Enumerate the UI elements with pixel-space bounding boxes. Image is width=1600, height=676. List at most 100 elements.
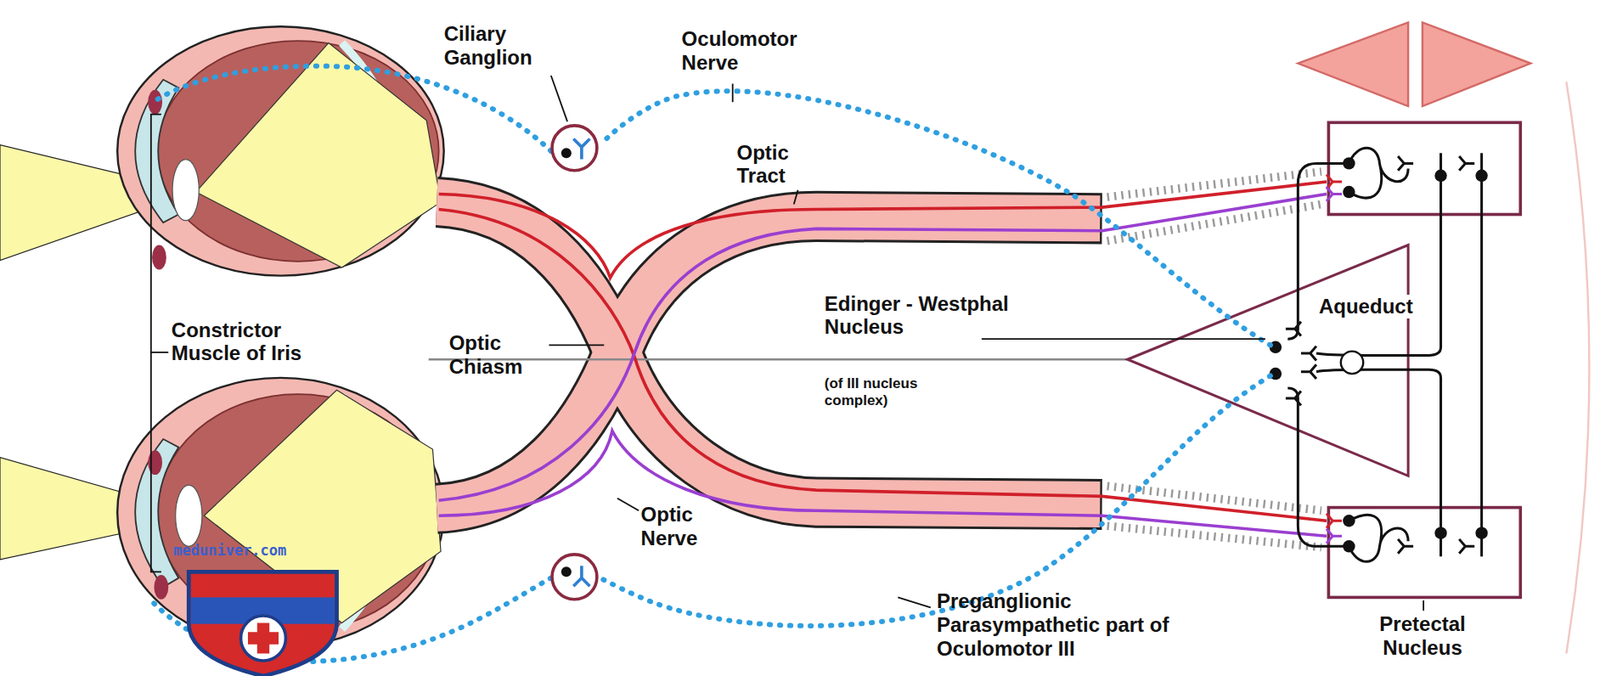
leader-line xyxy=(732,84,734,103)
sheath-hatching xyxy=(1107,203,1322,241)
leader-line xyxy=(617,498,639,511)
edinger-westphal-triangle xyxy=(1127,245,1409,477)
interneuron-wire xyxy=(1348,147,1409,198)
pathway-label: Preganglionic Parasympathetic part of Oc… xyxy=(936,589,1205,660)
indicator-triangles xyxy=(1422,22,1531,107)
parasympathetic-fibre xyxy=(602,90,1271,345)
optic-pathway xyxy=(436,202,618,353)
interneuron-wire xyxy=(1316,152,1442,355)
retinal-fibre xyxy=(439,430,1327,536)
leader-line xyxy=(897,597,930,608)
parasympathetic-fibre xyxy=(600,375,1271,626)
interneuron-wire xyxy=(1316,369,1442,557)
synapse xyxy=(1285,156,1475,554)
synapse xyxy=(1301,364,1317,379)
synapse xyxy=(1301,364,1317,379)
cell-body xyxy=(1342,157,1355,170)
cell-body xyxy=(1434,526,1447,539)
eyeball xyxy=(172,159,199,221)
leader-line xyxy=(151,75,1424,611)
synapse xyxy=(1285,391,1302,406)
ciliary-ganglion xyxy=(561,566,572,577)
watermark-shield xyxy=(188,571,337,676)
cell-body xyxy=(1342,185,1355,198)
watermark-shield xyxy=(241,615,287,661)
ciliary-ganglion xyxy=(552,125,598,600)
leader-line xyxy=(981,338,1266,340)
watermark-shield xyxy=(188,571,337,676)
optic-pathway xyxy=(436,202,1100,509)
optic-pathway xyxy=(436,202,1102,509)
leader-line xyxy=(548,344,604,347)
midbrain-edge xyxy=(1566,81,1589,654)
eyeball xyxy=(153,574,169,600)
nucleus-label: Edinger - Westphal Nucleus xyxy=(824,292,1080,339)
eyeball xyxy=(152,245,167,271)
aqueduct-label: Aqueduct xyxy=(1316,294,1416,319)
eyeball xyxy=(117,26,444,276)
leader-line xyxy=(1422,600,1425,611)
tract-label: Optic Tract xyxy=(737,140,818,188)
synapse xyxy=(1397,156,1414,171)
optic-pathway xyxy=(617,216,1100,353)
synapse xyxy=(1285,321,1302,337)
muscle-label: Constrictor Muscle of Iris xyxy=(171,318,323,366)
retinal-fibre xyxy=(439,193,1327,501)
nerve-label: Oculomotor Nerve xyxy=(681,27,831,74)
eyeball xyxy=(117,377,444,648)
optic-pathway xyxy=(617,352,1100,505)
synapse xyxy=(1397,539,1414,554)
eyeball xyxy=(147,90,163,115)
optic-pathway xyxy=(617,216,1103,353)
pretectal-box xyxy=(1328,122,1521,598)
synapse xyxy=(1326,513,1342,529)
sheath-hatching xyxy=(1107,171,1322,198)
optic-pathway xyxy=(617,352,1103,505)
pretectal-box xyxy=(1328,507,1521,598)
watermark-shield xyxy=(247,622,279,654)
eyeball xyxy=(147,450,163,475)
synapse xyxy=(1301,346,1317,361)
ganglion-label: Ciliary Ganglion xyxy=(444,22,564,69)
ciliary-ganglion xyxy=(573,565,590,586)
ciliary-ganglion xyxy=(552,125,598,171)
retinal-fibre xyxy=(439,181,1327,536)
synapse xyxy=(1326,529,1342,544)
eyeball xyxy=(135,439,179,587)
interneuron-wire xyxy=(1480,152,1483,531)
midline xyxy=(428,358,1128,361)
synapse xyxy=(1459,156,1475,171)
ciliary-ganglion xyxy=(573,139,590,160)
synapse xyxy=(1326,174,1342,190)
eyeball xyxy=(196,43,441,269)
nucleus-note: (of III nucleus complex) xyxy=(824,375,978,409)
eyeball xyxy=(175,484,203,547)
cell-body xyxy=(1342,540,1355,553)
cell-body xyxy=(1434,169,1447,182)
leader-line xyxy=(151,114,169,573)
synapse xyxy=(1285,391,1302,406)
synapse xyxy=(1301,346,1317,361)
ciliary-ganglion xyxy=(552,554,598,600)
watermark: meduniver.com xyxy=(173,542,287,560)
retinal-fibre xyxy=(439,208,1327,521)
parasympathetic-fibre xyxy=(152,66,552,152)
synapse xyxy=(1285,321,1302,337)
cell-body xyxy=(1475,169,1488,182)
nerve-label: Optic Nerve xyxy=(641,502,722,550)
indicator-triangles xyxy=(1297,22,1409,107)
ciliary-ganglion xyxy=(561,147,572,158)
eyeball xyxy=(117,377,444,648)
aqueduct-symbol xyxy=(1340,351,1364,374)
cell-body xyxy=(1342,514,1355,527)
cell-body xyxy=(1269,157,1488,553)
leader-line xyxy=(794,190,799,205)
synapse xyxy=(1326,186,1342,202)
indicator-triangles xyxy=(1297,22,1531,107)
cell-body xyxy=(1475,526,1488,539)
optic-pathway xyxy=(428,202,1128,509)
pretectal-box xyxy=(1328,122,1521,215)
interneuron-wire xyxy=(1287,388,1349,547)
optic-pathway xyxy=(436,202,618,353)
